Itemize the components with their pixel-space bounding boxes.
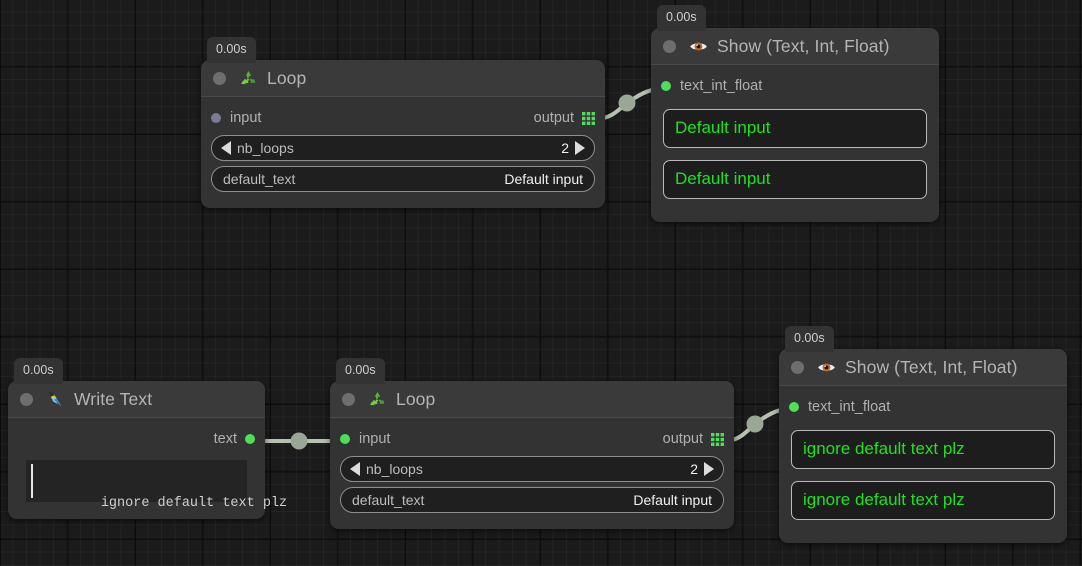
input-port-dot[interactable] bbox=[340, 434, 350, 444]
execution-time-badge: 0.00s bbox=[207, 37, 256, 63]
output-port[interactable]: output bbox=[663, 431, 724, 447]
node-header[interactable]: Write Text bbox=[8, 381, 265, 418]
param-name: default_text bbox=[223, 171, 296, 187]
node-header[interactable]: Show (Text, Int, Float) bbox=[651, 28, 939, 65]
input-port-label: text_int_float bbox=[680, 78, 763, 94]
text-input-value[interactable]: ignore default text plz bbox=[100, 496, 288, 511]
display-value-box: Default input bbox=[663, 109, 927, 148]
node-show-bottom[interactable]: 0.00s Show (Text, Int, Float) text_int_f… bbox=[779, 326, 1067, 543]
wire-midpoint-handle[interactable] bbox=[618, 94, 636, 112]
node-body: input output bbox=[330, 418, 734, 529]
node-header[interactable]: Show (Text, Int, Float) bbox=[779, 349, 1067, 386]
pen-nib-icon bbox=[48, 390, 62, 406]
output-port-label: output bbox=[662, 431, 703, 447]
text-input-area[interactable]: ignore default text plz bbox=[26, 460, 287, 511]
node-status-dot[interactable] bbox=[663, 39, 676, 53]
ports-row: text_int_float bbox=[661, 75, 929, 97]
input-port-label: input bbox=[359, 431, 391, 447]
display-value-box: Default input bbox=[663, 160, 927, 199]
node-title: Show (Text, Int, Float) bbox=[717, 35, 890, 56]
execution-time-badge: 0.00s bbox=[336, 358, 385, 384]
input-port[interactable]: text_int_float bbox=[789, 399, 890, 415]
input-port-dot[interactable] bbox=[211, 113, 221, 123]
input-port-dot[interactable] bbox=[661, 81, 671, 91]
triangle-right-icon[interactable] bbox=[575, 141, 585, 155]
output-port-dot[interactable] bbox=[245, 434, 255, 444]
output-port-label: text bbox=[213, 431, 237, 447]
node-status-dot[interactable] bbox=[342, 392, 355, 406]
param-value[interactable]: Default input bbox=[504, 171, 583, 187]
ports-row: input output bbox=[211, 107, 595, 129]
param-default-text-field[interactable]: default_text Default input bbox=[211, 166, 595, 192]
node-status-dot[interactable] bbox=[213, 71, 226, 85]
node-body: input output bbox=[201, 97, 605, 208]
node-status-dot[interactable] bbox=[791, 360, 804, 374]
param-name: nb_loops bbox=[366, 461, 423, 477]
node-loop-bottom[interactable]: 0.00s Loop input output bbox=[330, 358, 734, 529]
node-title: Write Text bbox=[74, 388, 153, 409]
node-body: text_int_float Default input Default inp… bbox=[651, 65, 939, 222]
wire-midpoint-handle[interactable] bbox=[290, 432, 308, 450]
triangle-right-icon[interactable] bbox=[704, 462, 714, 476]
eye-icon bbox=[818, 363, 835, 371]
wire-midpoint-handle[interactable] bbox=[746, 415, 764, 433]
execution-time-badge: 0.00s bbox=[785, 326, 834, 352]
execution-time-badge: 0.00s bbox=[14, 358, 63, 384]
wire-write-text-to-loop-bottom[interactable] bbox=[257, 432, 341, 450]
node-status-dot[interactable] bbox=[20, 392, 33, 406]
node-title: Loop bbox=[396, 388, 436, 409]
ports-row: text bbox=[18, 428, 255, 450]
node-loop-top[interactable]: 0.00s Loop input output bbox=[201, 37, 605, 208]
input-port-label: text_int_float bbox=[808, 399, 891, 415]
param-nb-loops-stepper[interactable]: nb_loops 2 bbox=[211, 135, 595, 161]
recycle-icon bbox=[370, 391, 385, 405]
param-name: default_text bbox=[352, 492, 425, 508]
input-port[interactable]: input bbox=[211, 110, 261, 126]
input-port[interactable]: text_int_float bbox=[661, 78, 762, 94]
input-port-label: input bbox=[230, 110, 262, 126]
param-name: nb_loops bbox=[237, 140, 294, 156]
ports-row: input output bbox=[340, 428, 724, 450]
node-body: text_int_float ignore default text plz i… bbox=[779, 386, 1067, 543]
triangle-left-icon[interactable] bbox=[350, 462, 360, 476]
output-port[interactable]: output bbox=[534, 110, 595, 126]
node-header[interactable]: Loop bbox=[201, 60, 605, 97]
grid-3x3-icon[interactable] bbox=[582, 111, 595, 125]
text-caret bbox=[31, 464, 33, 498]
node-title: Loop bbox=[267, 67, 307, 88]
grid-3x3-icon[interactable] bbox=[711, 432, 724, 446]
param-value[interactable]: 2 bbox=[561, 140, 569, 156]
display-value-box: ignore default text plz bbox=[791, 481, 1055, 520]
node-title: Show (Text, Int, Float) bbox=[845, 356, 1018, 377]
ports-row: text_int_float bbox=[789, 396, 1057, 418]
param-nb-loops-stepper[interactable]: nb_loops 2 bbox=[340, 456, 724, 482]
output-port-label: output bbox=[533, 110, 574, 126]
display-value-box: ignore default text plz bbox=[791, 430, 1055, 469]
input-port-dot[interactable] bbox=[789, 402, 799, 412]
node-show-top[interactable]: 0.00s Show (Text, Int, Float) text_int_f… bbox=[651, 5, 939, 222]
triangle-left-icon[interactable] bbox=[221, 141, 231, 155]
execution-time-badge: 0.00s bbox=[657, 5, 706, 31]
eye-icon bbox=[690, 42, 707, 50]
param-value[interactable]: Default input bbox=[633, 492, 712, 508]
recycle-icon bbox=[241, 70, 256, 84]
param-default-text-field[interactable]: default_text Default input bbox=[340, 487, 724, 513]
param-value[interactable]: 2 bbox=[690, 461, 698, 477]
node-header[interactable]: Loop bbox=[330, 381, 734, 418]
node-write-text[interactable]: 0.00s Write Text text ignore default bbox=[8, 358, 287, 519]
input-port[interactable]: input bbox=[340, 431, 390, 447]
node-body: text ignore default text plz bbox=[8, 418, 287, 519]
output-port[interactable]: text bbox=[214, 431, 255, 447]
